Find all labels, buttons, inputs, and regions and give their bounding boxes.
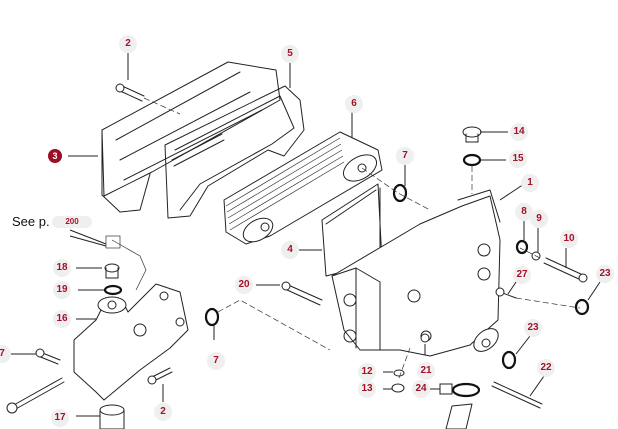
see-page-label: See p. (12, 214, 50, 229)
callout-9[interactable]: 9 (530, 210, 548, 228)
callout-14[interactable]: 14 (510, 123, 528, 141)
pipe (445, 403, 473, 429)
callout-6[interactable]: 6 (345, 95, 363, 113)
callout-16[interactable]: 16 (53, 310, 71, 328)
callout-2[interactable]: 2 (119, 35, 137, 53)
gasket-part (164, 85, 305, 219)
callout-5[interactable]: 5 (281, 45, 299, 63)
leader-lines (10, 52, 601, 417)
callout-23-top[interactable]: 23 (596, 265, 614, 283)
bolt-7-left (35, 348, 61, 365)
callout-24[interactable]: 24 (412, 380, 430, 398)
callout-7-left[interactable]: 7 (207, 352, 225, 370)
bolt-2-bottom (147, 367, 173, 385)
o-ring-7-top (392, 183, 408, 203)
washer-12 (393, 369, 405, 377)
callout-10[interactable]: 10 (560, 230, 578, 248)
callout-22[interactable]: 22 (537, 359, 555, 377)
callout-20[interactable]: 20 (235, 276, 253, 294)
o-ring-23-bottom (501, 350, 517, 370)
callout-23-bottom[interactable]: 23 (524, 319, 542, 337)
o-ring-23-top (574, 298, 590, 316)
callout-7[interactable]: 7 (396, 147, 414, 165)
callout-19[interactable]: 19 (53, 281, 71, 299)
callout-4[interactable]: 4 (281, 241, 299, 259)
see-page-link[interactable]: 200 (52, 216, 92, 228)
callout-3-highlighted[interactable]: 3 (48, 149, 62, 163)
bolt-10 (543, 257, 588, 283)
callout-7-edge[interactable]: 7 (0, 345, 11, 363)
stud-22 (491, 381, 543, 409)
cover-part (101, 61, 281, 213)
callout-8[interactable]: 8 (515, 203, 533, 221)
callout-18[interactable]: 18 (53, 259, 71, 277)
plug-14 (462, 126, 482, 143)
fitting-18 (104, 263, 120, 279)
callout-12[interactable]: 12 (358, 363, 376, 381)
seal-24 (451, 382, 481, 398)
callout-27[interactable]: 27 (513, 266, 531, 284)
o-ring-8 (515, 239, 529, 255)
washer-15 (462, 153, 482, 167)
nut-21 (420, 333, 430, 343)
washer-19 (103, 284, 123, 296)
bolt-long-left (6, 377, 65, 414)
callout-17[interactable]: 17 (51, 409, 69, 427)
housing-part (331, 189, 501, 357)
bolt-20 (281, 281, 323, 306)
line-fitting (105, 235, 147, 291)
fitting-17 (99, 404, 125, 429)
callout-2-bottom[interactable]: 2 (154, 403, 172, 421)
bolt-27 (495, 287, 517, 299)
callout-21[interactable]: 21 (417, 362, 435, 380)
plug-13 (391, 383, 405, 393)
filter-head-part (73, 283, 189, 401)
callout-1[interactable]: 1 (521, 174, 539, 192)
bolt-2-top (115, 83, 145, 102)
cooler-core-part (223, 131, 383, 245)
o-ring-7-left (204, 307, 220, 327)
callout-15[interactable]: 15 (509, 150, 527, 168)
callout-13[interactable]: 13 (358, 380, 376, 398)
